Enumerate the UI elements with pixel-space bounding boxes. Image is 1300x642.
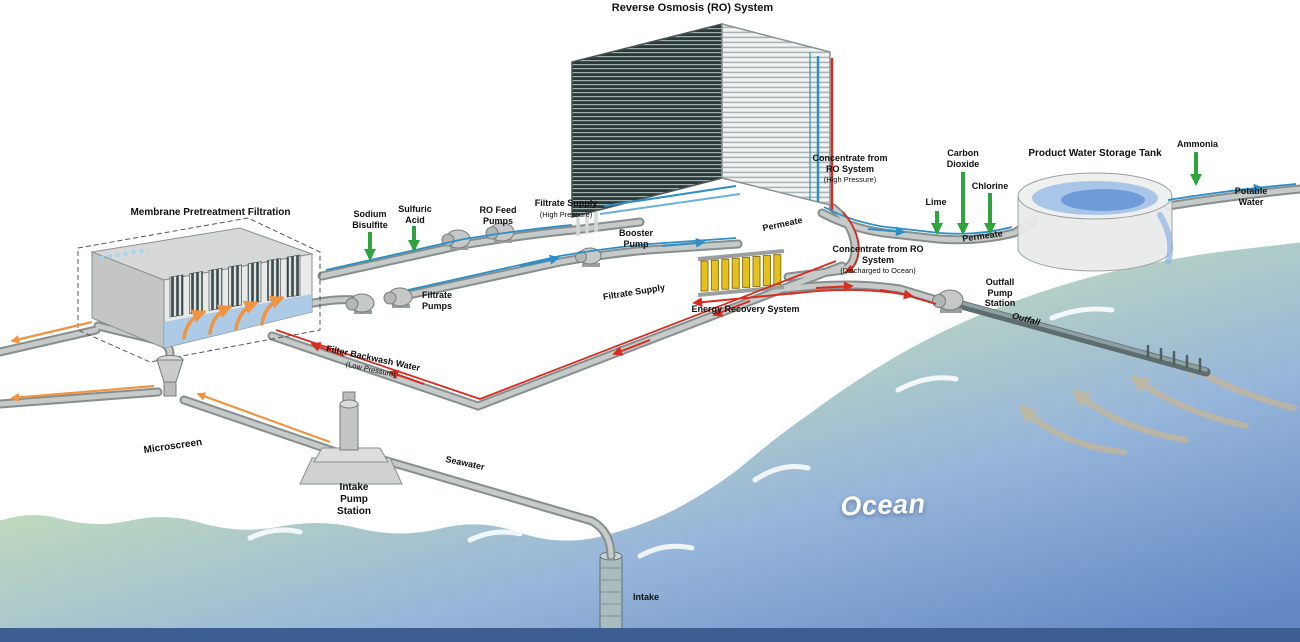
footer-bar <box>0 628 1300 642</box>
wave-crests <box>247 306 1115 559</box>
label-ammonia: Ammonia <box>1176 139 1218 149</box>
membrane-cassettes <box>169 254 301 318</box>
ro-system-title: Reverse Osmosis (RO) System <box>611 2 774 14</box>
label-lime: Lime <box>925 197 947 207</box>
intake-screen <box>599 551 623 631</box>
energy-recovery-unit <box>697 249 785 297</box>
aeration-arrows <box>182 295 285 340</box>
label-potable-water: Potable Water <box>1234 186 1268 207</box>
microscreen-unit <box>156 355 184 397</box>
label-intake: Intake <box>632 592 659 602</box>
label-product-tank: Product Water Storage Tank <box>1028 148 1162 159</box>
rack-feed-risers <box>576 212 598 236</box>
outfall-diffuser <box>1146 344 1202 373</box>
ocean-water <box>0 238 1300 642</box>
label-membrane-pretreatment: Membrane Pretreatment Filtration <box>130 207 291 218</box>
label-sodium-bisulfite: Sodium Bisulfite <box>352 209 388 230</box>
label-intake-pump-station: Intake Pump Station <box>337 482 371 517</box>
outfall-pump-unit <box>932 289 964 313</box>
label-concentrate-high-main: Concentrate from RO System <box>812 153 888 174</box>
flow-lines-red <box>275 58 937 400</box>
ro-feed-pump-1 <box>441 229 471 250</box>
label-concentrate-ocean: Concentrate from RO System (Discharged t… <box>832 244 924 276</box>
label-filtrate-supply-high: Filtrate Supply (High Pressure) <box>534 198 598 219</box>
rack-membrane-bank <box>571 23 723 218</box>
label-concentrate-high-note: (High Pressure) <box>823 175 877 185</box>
label-outfall-pump-station: Outfall Pump Station <box>984 277 1016 309</box>
label-ro-feed-pumps: RO Feed Pumps <box>479 205 517 226</box>
label-filtrate-pumps: Filtrate Pumps <box>421 290 452 311</box>
filtrate-pump-1 <box>345 293 375 314</box>
label-carbon-dioxide: Carbon Dioxide <box>946 148 980 169</box>
storage-tank <box>1017 172 1174 272</box>
label-chlorine: Chlorine <box>971 181 1009 191</box>
label-ocean: Ocean <box>839 488 926 522</box>
surf-line <box>0 233 1300 541</box>
label-filtrate-supply-high-main: Filtrate Supply <box>534 198 598 208</box>
intake-pump-station-unit <box>299 391 403 485</box>
label-concentrate-ocean-note: (Discharged to Ocean) <box>840 266 916 276</box>
rack-piping-blue <box>599 52 820 215</box>
label-energy-recovery: Energy Recovery System <box>691 304 800 314</box>
ro-feed-pump-2 <box>485 222 515 243</box>
filtrate-pump-2 <box>383 287 413 308</box>
ro-rack <box>571 23 831 236</box>
label-filtrate-supply-high-note: (High Pressure) <box>539 209 593 219</box>
label-concentrate-high: Concentrate from RO System (High Pressur… <box>806 153 894 185</box>
chemical-arrows <box>364 152 1202 261</box>
basin-level-marks <box>99 248 149 260</box>
label-sulfuric-acid: Sulfuric Acid <box>398 204 432 225</box>
label-booster-pump: Booster Pump <box>618 228 653 249</box>
rack-tube-side <box>721 23 831 206</box>
flow-lines-orange <box>10 320 331 444</box>
pretreatment-basin <box>77 217 321 363</box>
label-concentrate-ocean-main: Concentrate from RO System <box>832 244 924 265</box>
outfall-pipe <box>953 299 1211 377</box>
energy-recovery-cylinders <box>700 254 782 292</box>
